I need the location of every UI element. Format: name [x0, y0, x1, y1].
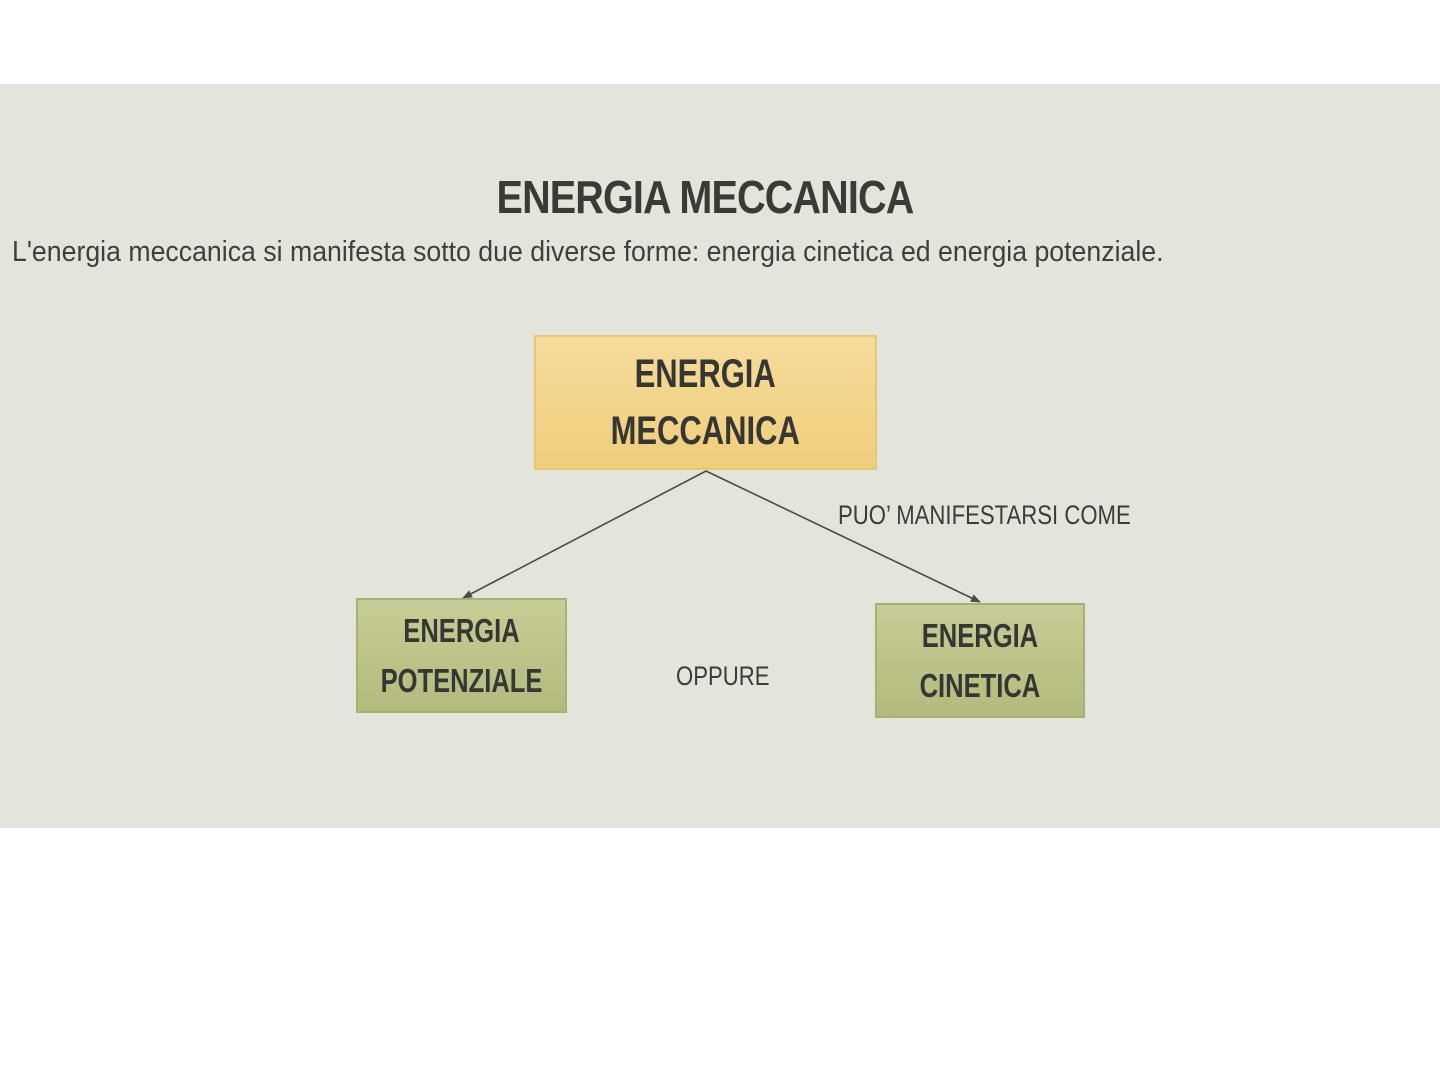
diagram-connectors	[462, 470, 981, 603]
node-kinetic-energy-line2: CINETICA	[919, 666, 1041, 704]
node-potential-energy: ENERGIA POTENZIALE	[356, 598, 567, 713]
node-potential-energy-line2: POTENZIALE	[380, 661, 543, 699]
node-mechanical-energy-line1: ENERGIA	[634, 351, 777, 396]
label-oppure: OPPURE	[676, 661, 770, 691]
node-potential-energy-line1: ENERGIA	[403, 612, 520, 649]
node-mechanical-energy-line2: MECCANICA	[610, 408, 801, 453]
edge-label-manifest: PUO’ MANIFESTARSI COME	[838, 500, 1131, 530]
node-kinetic-energy-line1: ENERGIA	[921, 617, 1039, 654]
slide: ENERGIA MECCANICA L'energia meccanica si…	[0, 84, 1440, 828]
arrow-to-potential-energy	[462, 470, 707, 599]
node-mechanical-energy: ENERGIA MECCANICA	[534, 335, 877, 470]
slide-title: ENERGIA MECCANICA	[496, 171, 915, 223]
node-kinetic-energy: ENERGIA CINETICA	[875, 603, 1085, 718]
slide-subtitle: L'energia meccanica si manifesta sotto d…	[12, 236, 1164, 268]
arrow-to-kinetic-energy	[705, 470, 981, 603]
